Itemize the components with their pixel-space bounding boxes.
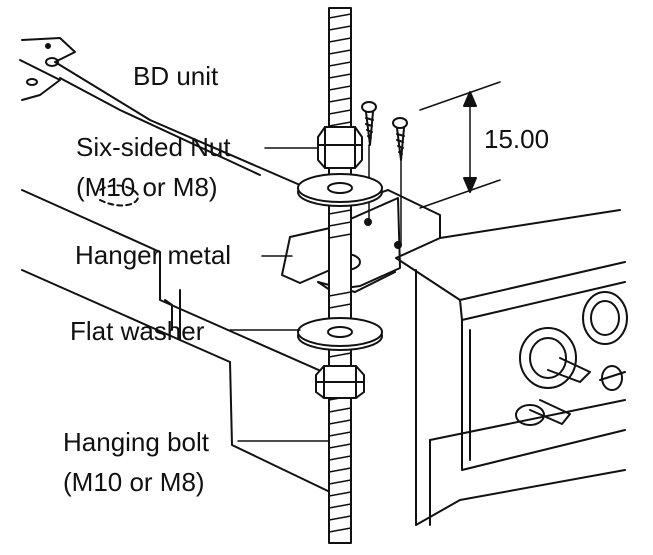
hanging-bolt <box>328 7 352 544</box>
washer-label: Flat washer <box>70 316 205 346</box>
upper-washer <box>297 173 383 207</box>
upper-nut <box>317 126 363 169</box>
nut-label-line2: (M10 or M8) <box>76 172 218 202</box>
bd-unit-casing <box>359 189 626 526</box>
unit-top-flange <box>19 37 301 186</box>
dimension-value: 15.00 <box>484 124 550 154</box>
hanger-label: Hanger metal <box>75 240 232 270</box>
dimension-15 <box>419 81 501 209</box>
bolt-label-line1: Hanging bolt <box>63 427 209 457</box>
nut-label-line1: Six-sided Nut <box>76 132 231 162</box>
pipe-fittings <box>515 291 628 426</box>
lower-nut <box>315 365 365 399</box>
wood-screws <box>361 101 408 246</box>
lower-washer <box>297 317 383 351</box>
bd-unit-label: BD unit <box>133 61 219 91</box>
bolt-label-line2: (M10 or M8) <box>63 467 205 497</box>
unit-body <box>21 184 331 493</box>
leader-lines <box>229 147 330 442</box>
